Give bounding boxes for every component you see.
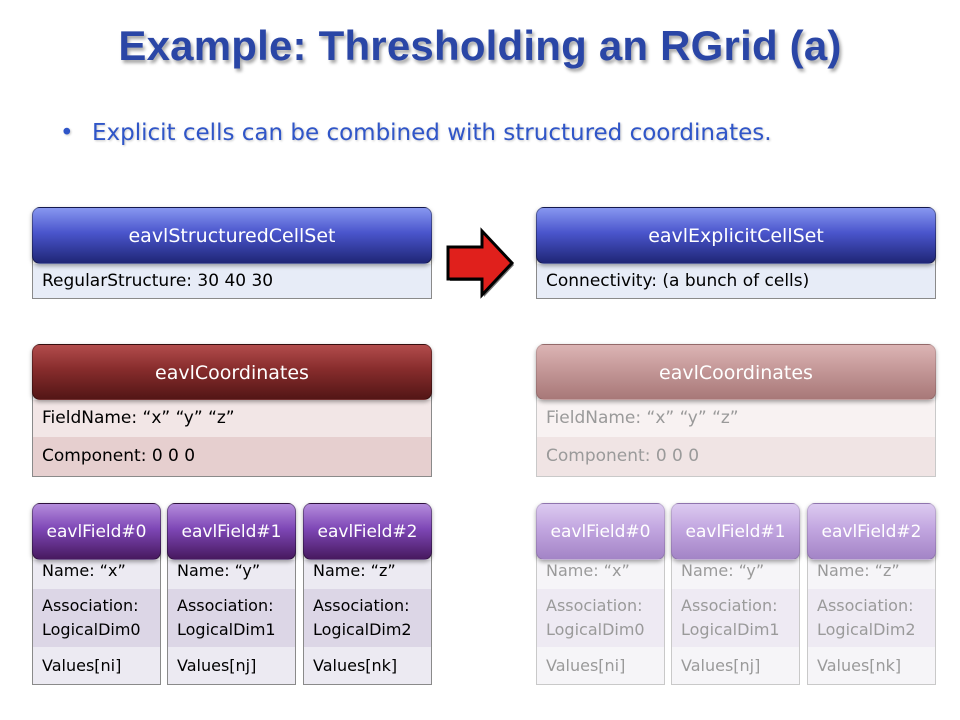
field-name-row: Name: “x” xyxy=(537,560,664,589)
field-values-row: Values[ni] xyxy=(537,647,664,684)
association-label: Association: xyxy=(177,596,274,615)
field-body-right-0: Name: “x” Association: LogicalDim0 Value… xyxy=(536,552,665,685)
association-value: LogicalDim2 xyxy=(313,620,412,639)
field-values-row: Values[ni] xyxy=(33,647,160,684)
field-header-left-1: eavlField#1 xyxy=(167,503,296,560)
structured-cellset-body: RegularStructure: 30 40 30 xyxy=(32,256,432,299)
field-box-left-1: eavlField#1 Name: “y” Association: Logic… xyxy=(167,503,296,685)
component-row-right: Component: 0 0 0 xyxy=(537,437,935,476)
coordinates-box-right: eavlCoordinates FieldName: “x” “y” “z” C… xyxy=(536,344,936,477)
field-header-right-2: eavlField#2 xyxy=(807,503,936,560)
field-box-right-0: eavlField#0 Name: “x” Association: Logic… xyxy=(536,503,665,685)
field-header-right-1: eavlField#1 xyxy=(671,503,800,560)
regular-structure-row: RegularStructure: 30 40 30 xyxy=(33,264,431,298)
explicit-cellset-body: Connectivity: (a bunch of cells) xyxy=(536,256,936,299)
field-header-left-2: eavlField#2 xyxy=(303,503,432,560)
bullet-dot-icon: • xyxy=(60,120,74,146)
field-header-left-0: eavlField#0 xyxy=(32,503,161,560)
connectivity-row: Connectivity: (a bunch of cells) xyxy=(537,264,935,298)
field-box-right-2: eavlField#2 Name: “z” Association: Logic… xyxy=(807,503,936,685)
field-box-left-2: eavlField#2 Name: “z” Association: Logic… xyxy=(303,503,432,685)
field-body-left-2: Name: “z” Association: LogicalDim2 Value… xyxy=(303,552,432,685)
structured-cellset-header: eavlStructuredCellSet xyxy=(32,207,432,264)
field-values-row: Values[nj] xyxy=(168,647,295,684)
field-name-row: Name: “y” xyxy=(672,560,799,589)
field-header-right-0: eavlField#0 xyxy=(536,503,665,560)
coordinates-header-left: eavlCoordinates xyxy=(32,344,432,400)
field-body-right-2: Name: “z” Association: LogicalDim2 Value… xyxy=(807,552,936,685)
slide-title: Example: Thresholding an RGrid (a) xyxy=(118,22,842,69)
structured-cellset-box: eavlStructuredCellSet RegularStructure: … xyxy=(32,207,432,299)
field-name-row: Name: “z” xyxy=(304,560,431,589)
association-label: Association: xyxy=(546,596,643,615)
component-row-left: Component: 0 0 0 xyxy=(33,437,431,476)
field-association-row: Association: LogicalDim1 xyxy=(168,589,295,647)
field-body-left-1: Name: “y” Association: LogicalDim1 Value… xyxy=(167,552,296,685)
association-label: Association: xyxy=(313,596,410,615)
coordinates-body-right: FieldName: “x” “y” “z” Component: 0 0 0 xyxy=(536,392,936,477)
explicit-cellset-box: eavlExplicitCellSet Connectivity: (a bun… xyxy=(536,207,936,299)
field-association-row: Association: LogicalDim2 xyxy=(808,589,935,647)
field-association-row: Association: LogicalDim2 xyxy=(304,589,431,647)
fieldname-row-left: FieldName: “x” “y” “z” xyxy=(33,400,431,437)
right-arrow-icon xyxy=(446,227,515,299)
bullet-item: • Explicit cells can be combined with str… xyxy=(60,120,772,146)
association-label: Association: xyxy=(817,596,914,615)
field-association-row: Association: LogicalDim1 xyxy=(672,589,799,647)
field-name-row: Name: “y” xyxy=(168,560,295,589)
association-value: LogicalDim0 xyxy=(42,620,141,639)
field-values-row: Values[nk] xyxy=(304,647,431,684)
association-value: LogicalDim0 xyxy=(546,620,645,639)
fieldname-row-right: FieldName: “x” “y” “z” xyxy=(537,400,935,437)
field-box-right-1: eavlField#1 Name: “y” Association: Logic… xyxy=(671,503,800,685)
field-body-left-0: Name: “x” Association: LogicalDim0 Value… xyxy=(32,552,161,685)
field-association-row: Association: LogicalDim0 xyxy=(33,589,160,647)
field-values-row: Values[nj] xyxy=(672,647,799,684)
field-name-row: Name: “z” xyxy=(808,560,935,589)
field-body-right-1: Name: “y” Association: LogicalDim1 Value… xyxy=(671,552,800,685)
association-value: LogicalDim2 xyxy=(817,620,916,639)
field-association-row: Association: LogicalDim0 xyxy=(537,589,664,647)
field-values-row: Values[nk] xyxy=(808,647,935,684)
field-name-row: Name: “x” xyxy=(33,560,160,589)
association-label: Association: xyxy=(42,596,139,615)
coordinates-body-left: FieldName: “x” “y” “z” Component: 0 0 0 xyxy=(32,392,432,477)
field-box-left-0: eavlField#0 Name: “x” Association: Logic… xyxy=(32,503,161,685)
bullet-text: Explicit cells can be combined with stru… xyxy=(92,120,772,146)
coordinates-header-right: eavlCoordinates xyxy=(536,344,936,400)
association-value: LogicalDim1 xyxy=(177,620,276,639)
association-label: Association: xyxy=(681,596,778,615)
coordinates-box-left: eavlCoordinates FieldName: “x” “y” “z” C… xyxy=(32,344,432,477)
explicit-cellset-header: eavlExplicitCellSet xyxy=(536,207,936,264)
association-value: LogicalDim1 xyxy=(681,620,780,639)
